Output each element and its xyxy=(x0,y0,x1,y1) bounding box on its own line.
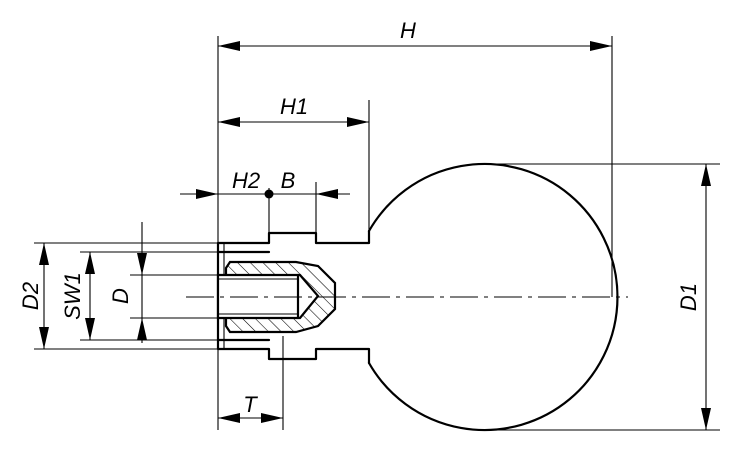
label-T: T xyxy=(243,392,258,417)
drill-point-bottom xyxy=(299,295,319,319)
label-B: B xyxy=(281,168,296,193)
label-H2: H2 xyxy=(232,168,260,193)
dim-H2-B: H2 B xyxy=(180,168,350,233)
dim-H1: H1 xyxy=(218,94,370,231)
label-D: D xyxy=(108,288,133,304)
label-H: H xyxy=(400,18,416,43)
dim-SW1: SW1 xyxy=(60,251,218,341)
label-H1: H1 xyxy=(280,94,308,119)
label-SW1: SW1 xyxy=(60,272,85,320)
label-D1: D1 xyxy=(676,283,701,311)
dim-D2: D2 xyxy=(18,242,218,350)
dim-H: H xyxy=(217,18,613,297)
dim-D1: D1 xyxy=(480,163,720,431)
label-D2: D2 xyxy=(18,282,43,310)
drill-point-top xyxy=(299,274,319,297)
dimension-dot xyxy=(264,189,274,199)
dim-T: T xyxy=(217,336,284,430)
dim-D: D xyxy=(108,222,218,343)
